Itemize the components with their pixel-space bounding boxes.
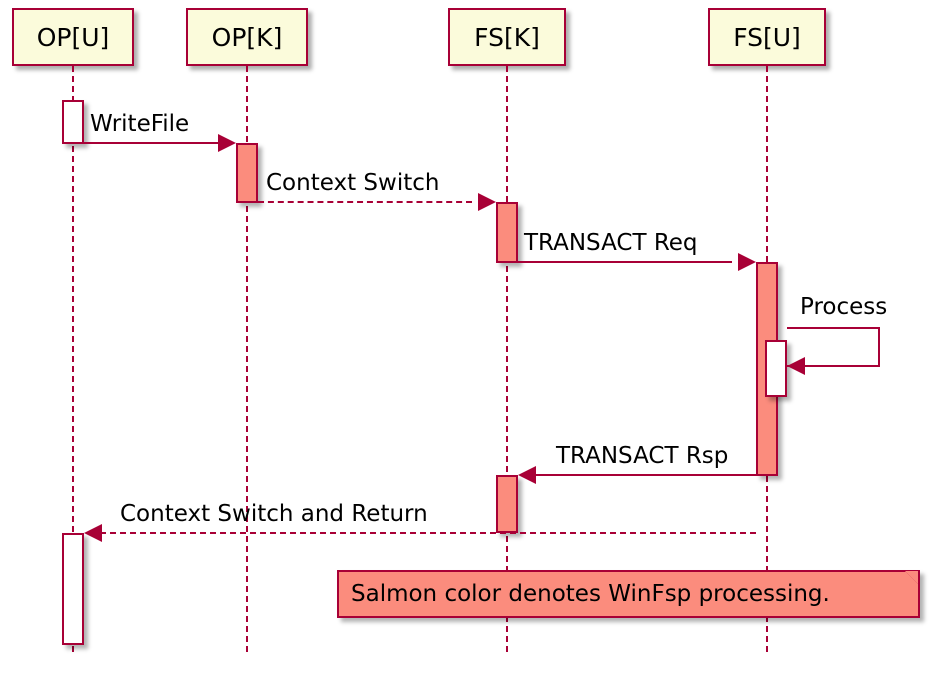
message-label-context-switch: Context Switch <box>266 170 440 196</box>
message-line-transact-rsp <box>534 474 756 476</box>
message-line-transact-req <box>518 261 732 263</box>
activation-op-u-return <box>62 533 84 645</box>
message-label-transact-rsp: TRANSACT Rsp <box>556 443 729 469</box>
message-arrowhead-context-switch-return <box>84 524 102 542</box>
message-arrowhead-transact-req <box>738 253 756 271</box>
message-loop-process <box>787 327 880 367</box>
participant-fs-u[interactable]: FS[U] <box>708 8 826 66</box>
lifeline-op-u <box>72 66 74 652</box>
activation-fs-u-process <box>765 340 787 397</box>
message-line-context-switch <box>258 201 472 203</box>
message-label-process: Process <box>800 294 888 320</box>
participant-label: OP[K] <box>211 22 283 52</box>
participant-op-u[interactable]: OP[U] <box>12 8 134 66</box>
message-label-context-switch-return: Context Switch and Return <box>120 501 428 527</box>
message-arrowhead-context-switch <box>478 193 496 211</box>
activation-op-u-first <box>62 100 84 144</box>
participant-label: FS[U] <box>733 22 801 52</box>
message-arrowhead-writefile <box>218 134 236 152</box>
message-arrowhead-transact-rsp <box>518 466 536 484</box>
message-line-context-switch-return <box>100 532 756 534</box>
message-label-transact-req: TRANSACT Req <box>524 230 698 256</box>
lifeline-op-k <box>246 66 248 652</box>
note-legend: Salmon color denotes WinFsp processing. <box>337 570 920 618</box>
participant-label: FS[K] <box>474 22 540 52</box>
message-arrowhead-process <box>787 357 805 375</box>
note-text: Salmon color denotes WinFsp processing. <box>351 580 830 607</box>
message-label-writefile: WriteFile <box>90 111 190 137</box>
message-line-writefile <box>84 142 220 144</box>
lifeline-fs-k <box>506 66 508 652</box>
participant-label: OP[U] <box>36 22 110 52</box>
activation-fs-k-response <box>496 475 518 533</box>
activation-op-k <box>236 143 258 203</box>
participant-op-k[interactable]: OP[K] <box>186 8 308 66</box>
activation-fs-k-request <box>496 202 518 263</box>
note-fold-corner-inner <box>905 571 918 584</box>
participant-fs-k[interactable]: FS[K] <box>448 8 566 66</box>
